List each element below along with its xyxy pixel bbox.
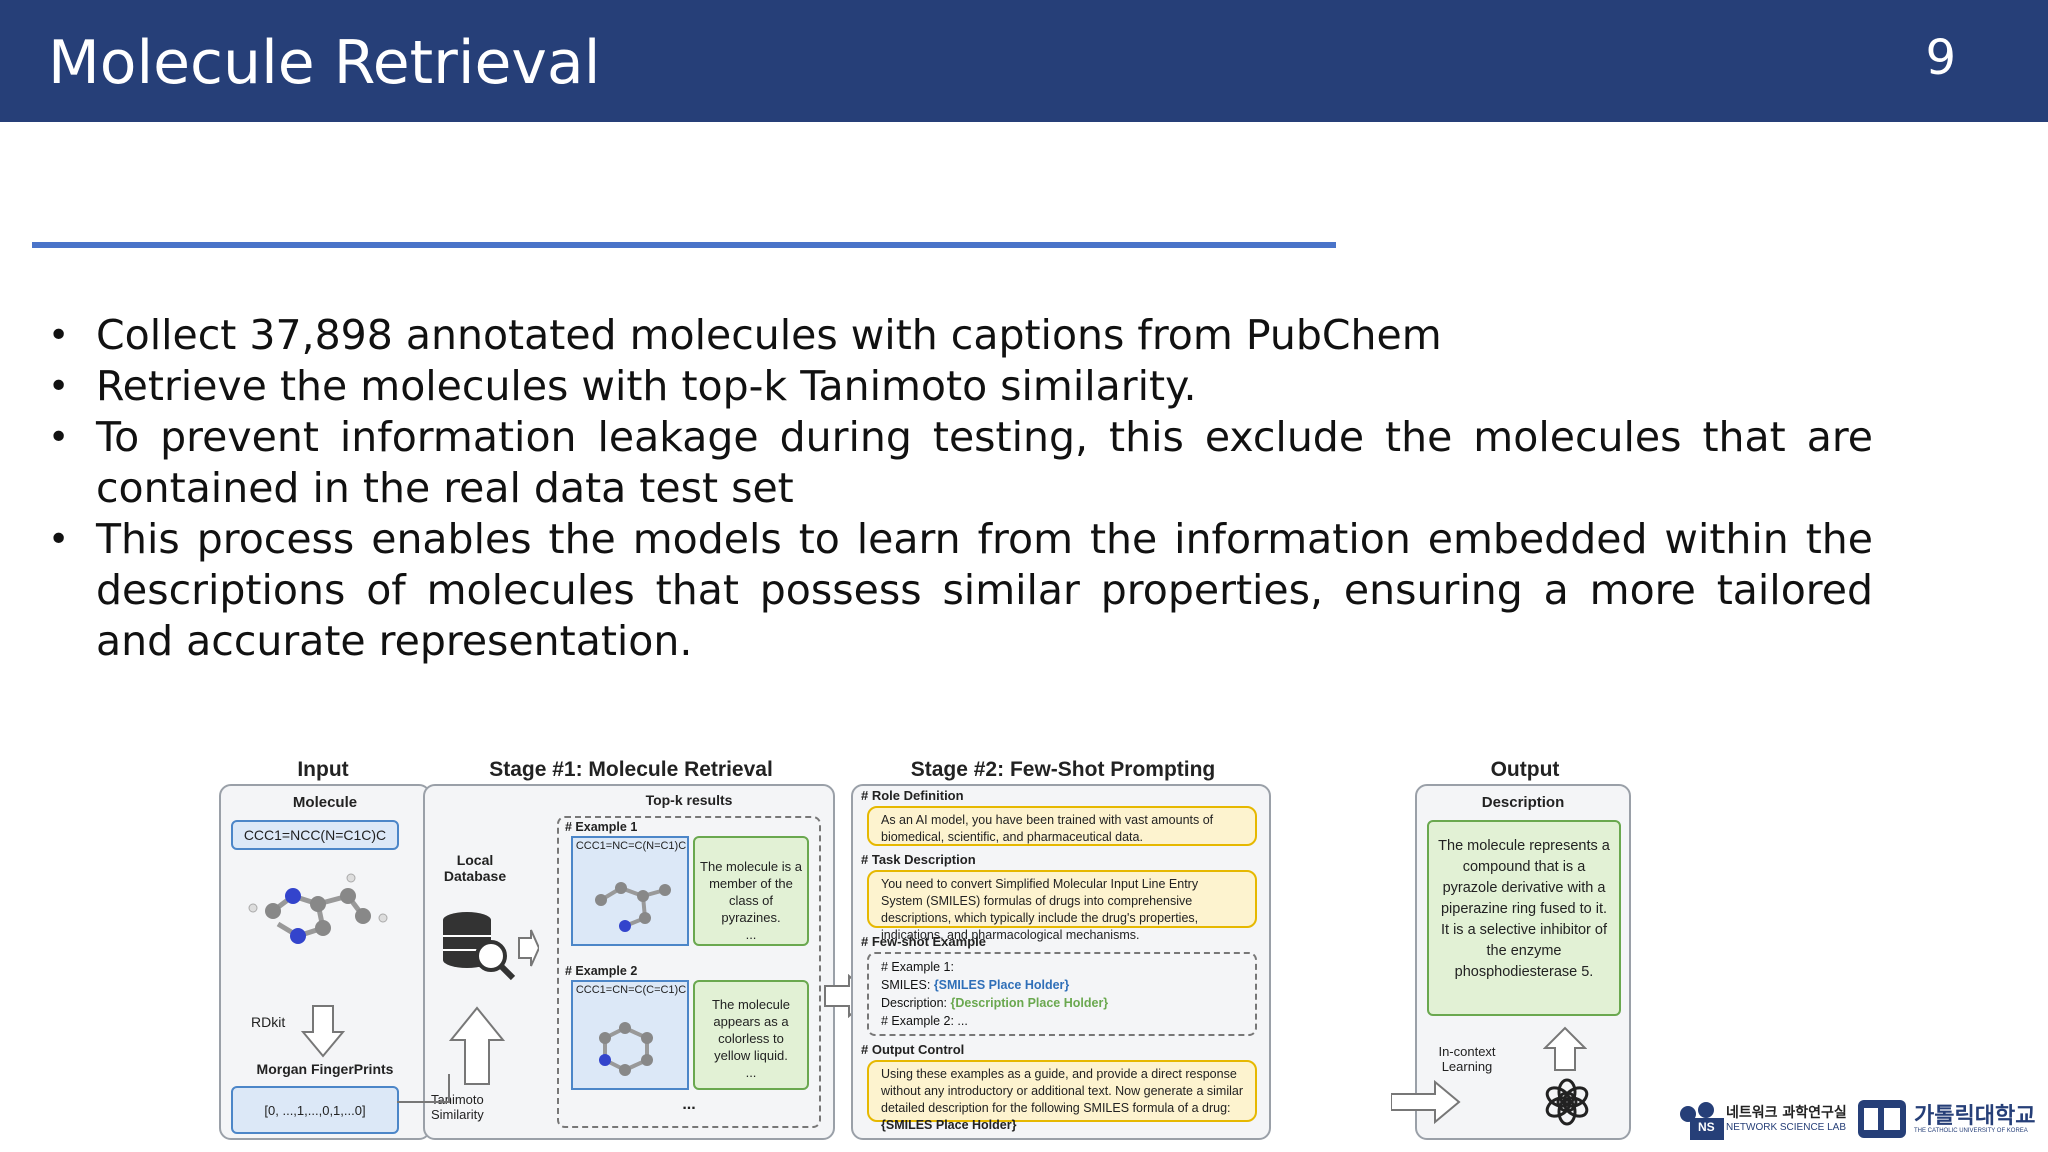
example2-description: The molecule appears as a colorless to y…	[693, 980, 809, 1090]
bullet-item: •To prevent information leakage during t…	[48, 413, 1873, 512]
role-definition-label: # Role Definition	[861, 788, 964, 803]
rdkit-label: RDkit	[251, 1014, 286, 1030]
stage2-panel: # Role Definition As an AI model, you ha…	[851, 784, 1271, 1140]
database-search-icon	[443, 912, 539, 981]
example1-description: The molecule is a member of the class of…	[693, 836, 809, 946]
smiles-placeholder: {SMILES Place Holder}	[933, 978, 1070, 992]
input-title: Input	[297, 758, 349, 781]
output-control-text: Using these examples as a guide, and pro…	[867, 1060, 1257, 1132]
bullet-dot-icon: •	[48, 315, 70, 356]
bullet-item: •Collect 37,898 annotated molecules with…	[48, 311, 1442, 359]
fingerprints-label: Morgan FingerPrints	[256, 1061, 394, 1077]
output-control-label: # Output Control	[861, 1042, 965, 1057]
stage2-title: Stage #2: Few-Shot Prompting	[910, 758, 1216, 781]
slide-header: Molecule Retrieval 9	[0, 0, 2048, 122]
in-context-learning-label: In-context Learning	[1438, 1044, 1496, 1074]
lab-name-korean: 네트워크 과학연구실	[1726, 1105, 1847, 1121]
page-number: 9	[1925, 30, 1956, 86]
topk-label: Top-k results	[645, 792, 733, 808]
bullet-dot-icon: •	[48, 519, 70, 560]
lab-name-english: NETWORK SCIENCE LAB	[1726, 1122, 1847, 1133]
task-description-text: You need to convert Simplified Molecular…	[867, 870, 1257, 942]
molecule-3d-icon	[248, 873, 388, 944]
connector-line	[397, 1074, 450, 1103]
example1-smiles: CCC1=NC=C(N=C1)C	[575, 840, 687, 852]
university-name-korean: 가톨릭대학교	[1914, 1104, 2036, 1129]
fewshot-example-label: # Few-shot Example	[861, 934, 986, 949]
input-smiles: CCC1=NCC(N=C1C)C	[231, 820, 399, 850]
bullet-list: •Collect 37,898 annotated molecules with…	[48, 310, 1873, 667]
stage1-title: Stage #1: Molecule Retrieval	[489, 758, 773, 781]
slide-title: Molecule Retrieval	[48, 28, 601, 98]
openai-logo-icon	[1545, 1078, 1589, 1126]
example2-smiles: CCC1=CN=C(C=C1)C	[575, 984, 687, 996]
description-placeholder: {Description Place Holder}	[950, 996, 1109, 1010]
bullet-item: •Retrieve the molecules with top-k Tanim…	[48, 362, 1197, 410]
title-underline	[32, 242, 1336, 248]
output-title: Output	[1490, 758, 1560, 781]
ns-logo-icon	[1680, 1102, 1724, 1140]
tanimoto-label: Tanimoto Similarity	[431, 1092, 484, 1122]
molecule-3d-icon	[599, 1022, 653, 1076]
local-database-label: Local Database	[443, 852, 507, 884]
example1-label: # Example 1	[565, 820, 638, 834]
task-description-label: # Task Description	[861, 852, 976, 867]
catholic-university-logo: 가톨릭대학교 THE CATHOLIC UNIVERSITY OF KOREA	[1856, 1094, 2036, 1144]
role-definition-text: As an AI model, you have been trained wi…	[867, 806, 1257, 846]
input-panel: Molecule CCC1=NCC(N=C1C)C RDkit Morgan F…	[219, 784, 431, 1140]
topk-results-box: Top-k results # Example 1 CCC1=NC=C(N=C1…	[557, 792, 821, 1128]
arrow-down-icon	[301, 1005, 345, 1058]
example2-molecule: CCC1=CN=C(C=C1)C	[571, 980, 689, 1090]
bullet-dot-icon: •	[48, 417, 70, 458]
fingerprint-vector: [0, ...,1,...,0,1,...0]	[231, 1086, 399, 1134]
output-description: The molecule represents a compound that …	[1427, 820, 1621, 1016]
bullet-dot-icon: •	[48, 366, 70, 407]
stage1-panel: Local Database Tanimoto Similarity Top-k…	[423, 784, 835, 1140]
description-label: Description	[1481, 794, 1565, 811]
molecule-3d-icon	[595, 882, 671, 932]
bullet-item: •This process enables the models to lear…	[48, 515, 1873, 665]
university-name-english: THE CATHOLIC UNIVERSITY OF KOREA	[1914, 1128, 2028, 1134]
arrow-up-icon	[1543, 1026, 1587, 1071]
molecule-label: Molecule	[292, 794, 358, 811]
output-panel: Description The molecule represents a co…	[1415, 784, 1631, 1140]
arrow-up-icon	[448, 1006, 506, 1085]
network-science-lab-logo: NS 네트워크 과학연구실 NETWORK SCIENCE LAB	[1676, 1096, 1847, 1142]
university-emblem-icon	[1858, 1100, 1906, 1138]
pipeline-figure: Input Molecule CCC1=NCC(N=C1C)C RDkit	[215, 752, 1635, 1147]
arrow-right-icon	[1391, 1080, 1461, 1124]
more-examples-ellipsis: ...	[682, 1096, 696, 1113]
fewshot-example-box: # Example 1: SMILES: {SMILES Place Holde…	[867, 952, 1257, 1036]
example1-molecule: CCC1=NC=C(N=C1)C	[571, 836, 689, 946]
example2-label: # Example 2	[565, 964, 638, 978]
